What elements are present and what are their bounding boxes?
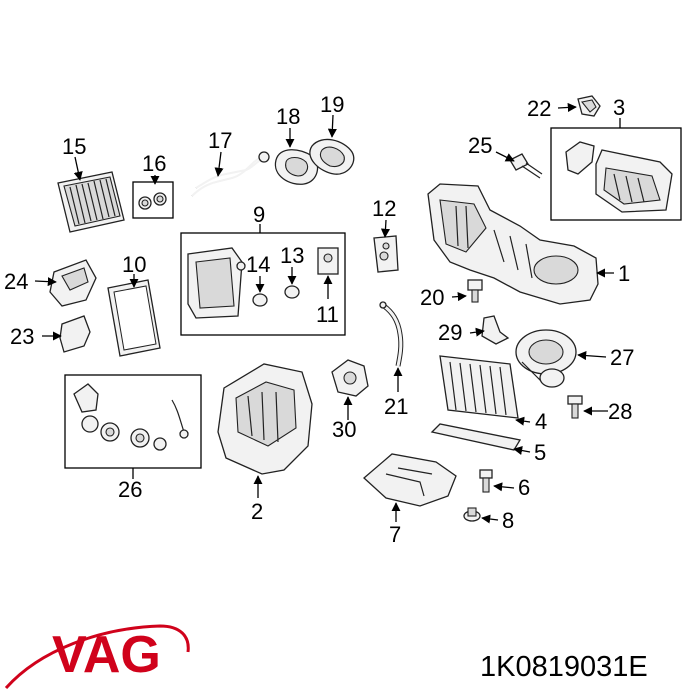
callout-1: 1 [618,261,630,286]
part-1-heater-housing [427,183,599,305]
part-11-expansion-valve [317,247,339,275]
part-21-hose [379,301,404,367]
group-box-16 [132,181,174,219]
callout-26: 26 [118,477,142,502]
part-13-o-ring [284,285,300,299]
part-19-seal [309,138,355,175]
callout-27: 27 [610,345,634,370]
part-4-cabin-filter [439,355,519,419]
part-25-screw [509,153,543,179]
part-24-bracket [49,259,97,307]
callout-14: 14 [246,252,270,277]
part-20-bolt [467,279,483,303]
callouts: 15 16 17 18 19 22 3 25 1 12 9 20 24 10 1… [4,92,634,547]
part-10-filter-frame [107,279,161,357]
logo-text: VAG [52,626,161,684]
callout-8: 8 [502,508,514,533]
callout-22: 22 [527,96,551,121]
part-15-filter-core [57,171,125,233]
part-3-duct-actuator [565,141,673,213]
part-6-bolt [479,469,493,493]
callout-29: 29 [438,320,462,345]
part-22-clip [577,95,601,117]
callout-9: 9 [253,202,265,227]
group-box-9 [180,232,346,336]
callout-15: 15 [62,134,86,159]
callout-18: 18 [276,104,300,129]
group-box-3 [550,127,682,221]
callout-23: 23 [10,324,34,349]
callout-11: 11 [316,302,339,327]
callout-10: 10 [122,252,146,277]
callout-3: 3 [613,95,625,120]
callout-4: 4 [535,409,547,434]
callout-13: 13 [280,243,304,268]
part-30-valve [331,359,369,397]
callout-21: 21 [384,394,408,419]
part-2-evaporator-housing [217,363,313,475]
part-9-heater-core [187,247,246,319]
part-17-pipe [191,151,270,197]
part-28-bolt [567,395,583,419]
callout-12: 12 [372,196,396,221]
callout-25: 25 [468,133,492,158]
vag-logo: VAG [4,624,190,690]
callout-6: 6 [518,475,530,500]
part-8-nut [463,507,481,522]
callout-17: 17 [208,128,232,153]
callout-2: 2 [251,499,263,524]
callout-19: 19 [320,92,344,117]
callout-24: 24 [4,269,28,294]
callout-16: 16 [142,151,166,176]
leader-lines [34,102,621,524]
callout-20: 20 [420,285,444,310]
part-7-tray [363,453,457,507]
callout-5: 5 [534,440,546,465]
part-5-rail [430,423,522,451]
part-12-sensor [373,235,399,273]
callout-7: 7 [389,522,401,547]
part-16-grommets [138,192,167,210]
part-18-gasket [274,149,319,185]
part-number: 1K0819031E [480,651,648,683]
part-29-clip [481,315,510,345]
callout-28: 28 [608,399,632,424]
part-14-o-ring [252,293,268,307]
part-26-seal-kit [73,383,189,451]
part-23-bracket [59,315,91,353]
part-27-blower-motor [515,329,577,388]
callout-30: 30 [332,417,356,442]
logo-swoosh [4,624,190,690]
